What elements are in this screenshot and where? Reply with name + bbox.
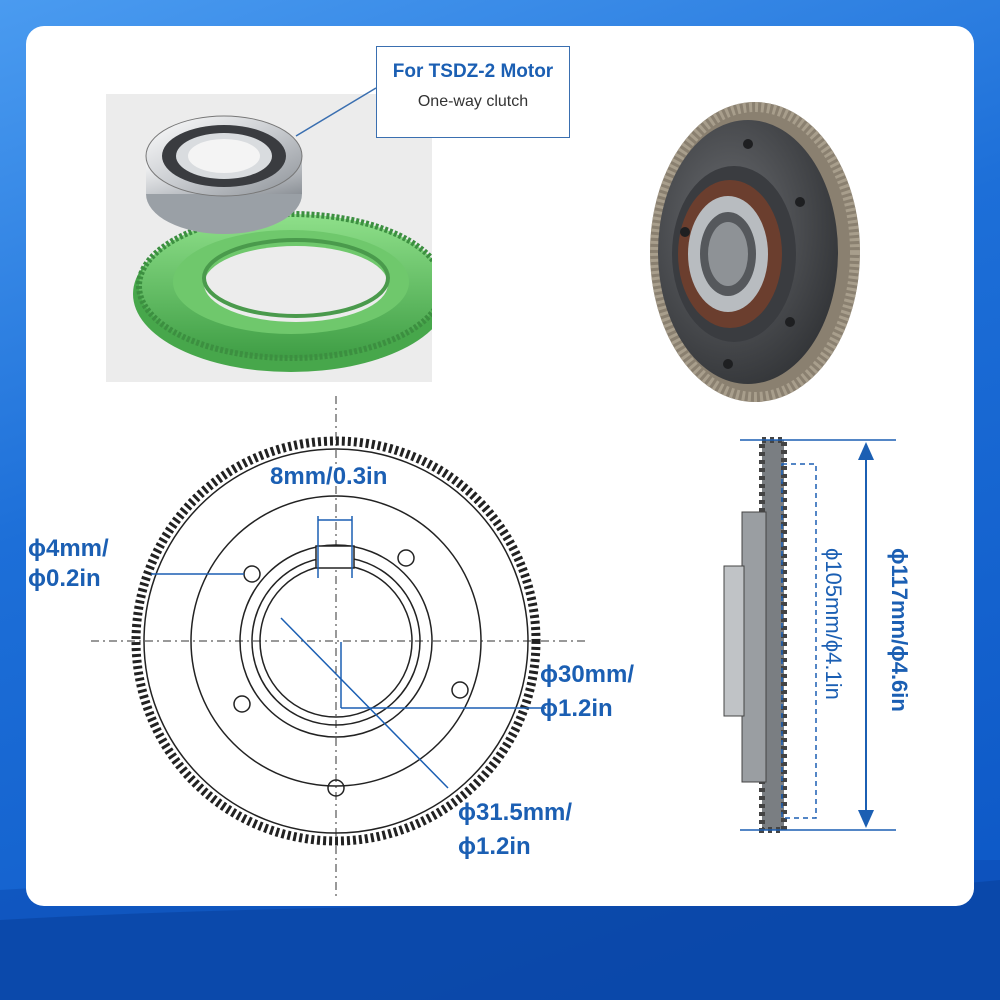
inner-diameter-label: ϕ105mm/ϕ4.1in <box>821 548 846 700</box>
callout-title: For TSDZ-2 Motor <box>392 61 554 82</box>
outer-diameter-label: ϕ117mm/ϕ4.6in <box>887 548 912 712</box>
product-card: For TSDZ-2 Motor One-way clutch <box>26 26 974 906</box>
bearing-dimension-line2: ϕ1.2in <box>458 833 531 860</box>
callout-leader-line <box>295 87 377 137</box>
keyway-dimension-label: 8mm/0.3in <box>270 463 388 490</box>
bearing-dimension-line1: ϕ31.5mm/ <box>458 799 573 826</box>
callout-subtitle: One-way clutch <box>417 93 529 110</box>
hole-dimension-line2: ϕ0.2in <box>28 565 101 592</box>
front-view-drawing <box>91 396 586 896</box>
hole-dimension-line1: ϕ4mm/ <box>28 535 109 562</box>
side-view-drawing <box>723 437 896 833</box>
bore-dimension-line1: ϕ30mm/ <box>540 661 635 688</box>
clutch-gear-photo <box>650 102 860 402</box>
bore-dimension-line2: ϕ1.2in <box>540 695 613 722</box>
motor-callout-box: For TSDZ-2 Motor One-way clutch <box>376 46 570 138</box>
clutch-render-image <box>106 94 449 382</box>
